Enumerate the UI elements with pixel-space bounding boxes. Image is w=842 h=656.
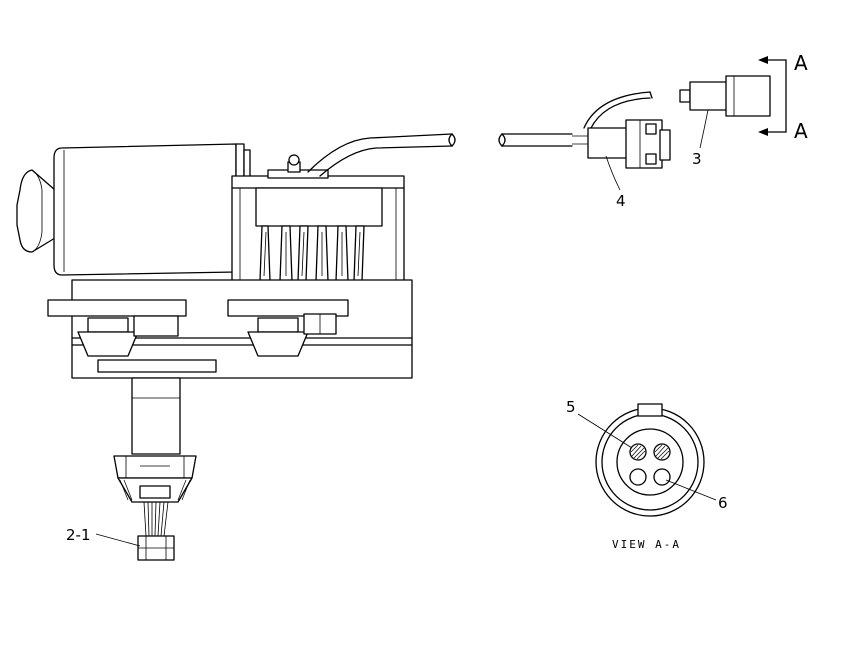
section-letter-top: A xyxy=(794,51,808,75)
callout-3: 3 xyxy=(692,150,702,168)
pigtail-wire xyxy=(583,91,651,129)
wire-bundle xyxy=(143,501,169,537)
callout-4: 4 xyxy=(616,192,626,210)
pin-open-right xyxy=(653,468,671,486)
motor-cable xyxy=(307,133,453,173)
pin-hatched-left xyxy=(629,443,647,461)
section-marker-a: A A xyxy=(758,51,808,143)
connector-3-body xyxy=(689,81,729,111)
callout-6: 6 xyxy=(718,494,728,512)
view-pins xyxy=(629,443,671,486)
callouts: 2-1 3 4 5 6 xyxy=(66,109,728,547)
connector-3-assembly xyxy=(679,75,771,117)
motor-body xyxy=(53,143,237,276)
connector-4-assembly xyxy=(498,91,671,169)
motor-end-cap xyxy=(16,169,56,253)
callout-2-1: 2-1 xyxy=(66,526,91,544)
view-a-a: VIEW A-A xyxy=(595,403,705,551)
view-label: VIEW A-A xyxy=(612,538,681,551)
view-outer-ring xyxy=(595,407,705,517)
section-letter-bottom: A xyxy=(794,119,808,143)
pin-hatched-right xyxy=(653,443,671,461)
callout-5: 5 xyxy=(566,398,576,416)
view-key-tab xyxy=(637,403,663,417)
boot-hatching xyxy=(119,479,191,501)
motor-assembly xyxy=(16,133,456,561)
output-shaft xyxy=(131,377,181,455)
connector-4-body xyxy=(587,127,629,159)
pin-open-left xyxy=(629,468,647,486)
housing-fins xyxy=(259,225,365,282)
